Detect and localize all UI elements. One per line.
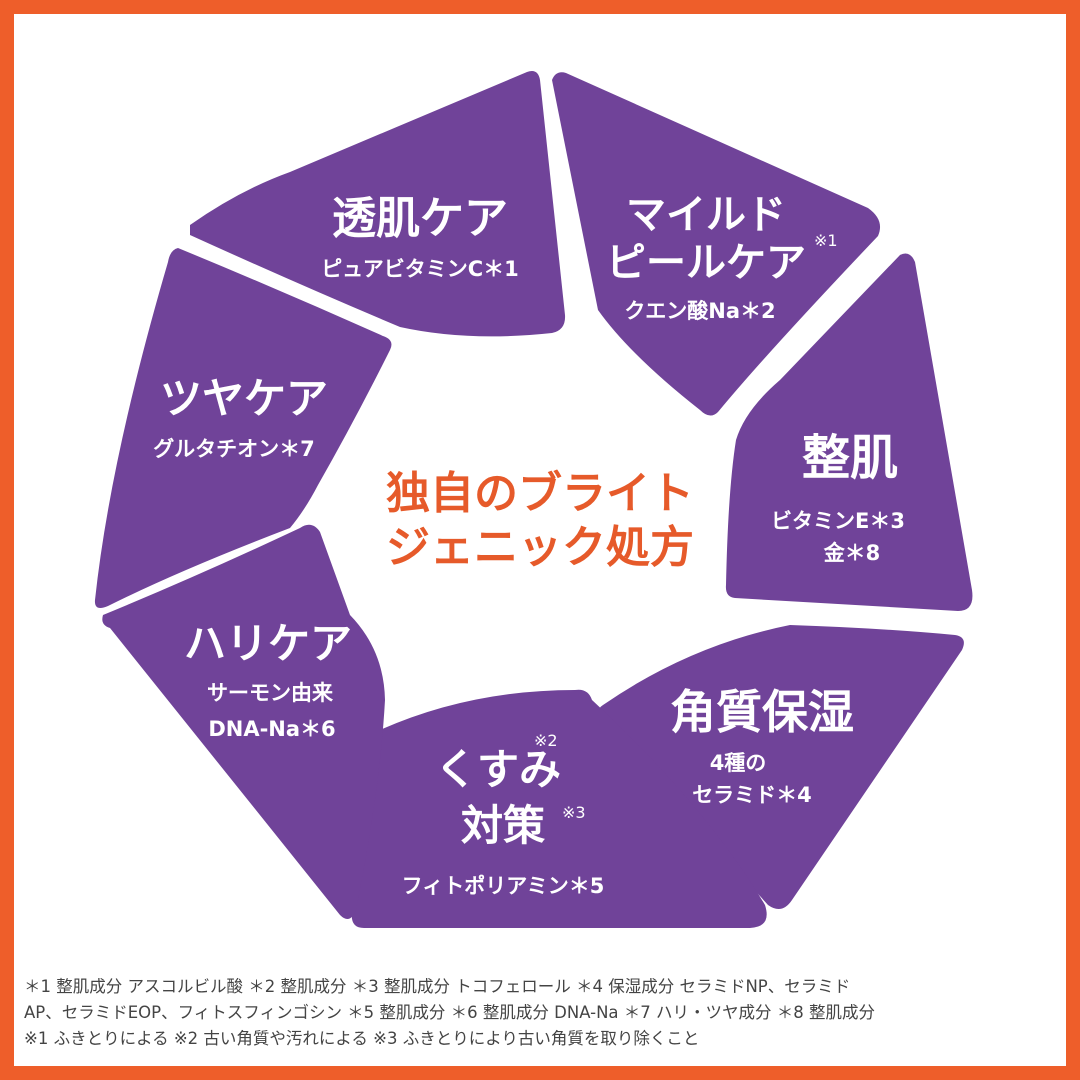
segment-seiki — [725, 253, 973, 611]
kusumi-note-mark-1: ※2 — [534, 731, 558, 750]
footnotes: ＊1 整肌成分 アスコルビル酸 ＊2 整肌成分 ＊3 整肌成分 トコフェロール … — [24, 974, 1058, 1052]
kakushitsu-ingredient-1: 4種の — [710, 751, 767, 775]
center-title-line1: 独自のブライト — [386, 468, 694, 519]
segment-tsuya — [94, 248, 392, 608]
center-title-line2: ジェニック処方 — [386, 522, 694, 573]
kakushitsu-title: 角質保湿 — [670, 685, 854, 739]
mild-title-line2: ピールケア — [606, 239, 806, 286]
kusumi-title-line1: くすみ — [435, 745, 561, 794]
hari-ingredient-2: DNA-Na＊6 — [208, 717, 335, 741]
footnote-line-1: ＊1 整肌成分 アスコルビル酸 ＊2 整肌成分 ＊3 整肌成分 トコフェロール … — [24, 977, 851, 996]
segment-mild-peel — [552, 72, 881, 416]
segment-kusumi — [351, 689, 767, 928]
mild-note-mark: ※1 — [814, 231, 838, 250]
seiki-title: 整肌 — [802, 430, 898, 486]
hari-title: ハリケア — [184, 619, 352, 668]
segment-hari — [102, 524, 386, 919]
kusumi-title-line2: 対策 — [461, 801, 545, 850]
tsuya-ingredient: グルタチオン＊7 — [153, 437, 315, 461]
toki-hada-ingredient: ピュアビタミンC＊1 — [321, 257, 519, 281]
toki-hada-title: 透肌ケア — [332, 193, 508, 244]
footnote-line-2: AP、セラミドEOP、フィトスフィンゴシン ＊5 整肌成分 ＊6 整肌成分 DN… — [24, 1003, 876, 1022]
seiki-ingredient-2: 金＊8 — [823, 541, 881, 565]
kakushitsu-ingredient-2: セラミド＊4 — [692, 783, 812, 807]
mild-ingredient: クエン酸Na＊2 — [624, 299, 775, 323]
mild-title-line1: マイルド — [626, 191, 786, 238]
tsuya-title: ツヤケア — [160, 374, 328, 423]
hari-ingredient-1: サーモン由来 — [207, 681, 334, 705]
kusumi-note-mark-2: ※3 — [562, 803, 586, 822]
seiki-ingredient-1: ビタミンE＊3 — [771, 509, 905, 533]
brightgenic-diagram: 独自のブライト ジェニック処方 透肌ケア ピュアビタミンC＊1 マイルド ピール… — [94, 71, 973, 928]
kusumi-ingredient: フィトポリアミン＊5 — [402, 874, 605, 898]
segment-toki-hada — [190, 71, 566, 337]
segment-kakushitsu — [598, 625, 964, 909]
footnote-line-3: ※1 ふきとりによる ※2 古い角質や汚れによる ※3 ふきとりにより古い角質を… — [24, 1029, 700, 1048]
